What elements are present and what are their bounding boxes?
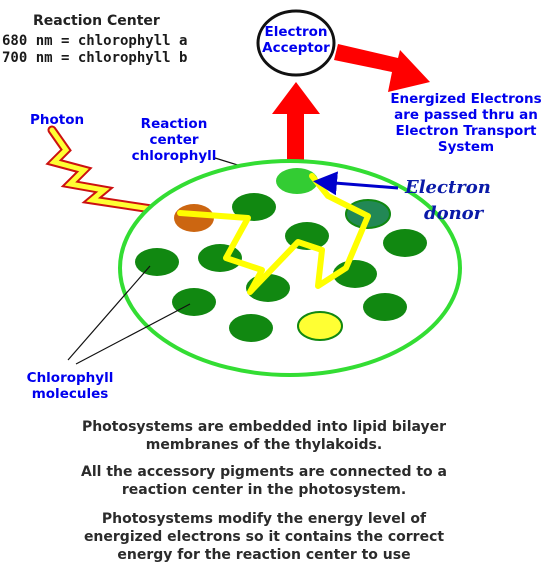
legend-line-700: 700 nm = chlorophyll b	[2, 50, 187, 66]
paragraph-3-line2: energized electrons so it contains the c…	[84, 529, 444, 545]
rcc-line1: Reaction	[141, 116, 208, 132]
electron-transport-arrow	[334, 44, 430, 92]
electron-acceptor-circle	[256, 9, 336, 77]
reaction-center-legend: Reaction Center 680 nm = chlorophyll a 7…	[2, 13, 187, 66]
chlorophyll-molecule	[383, 229, 427, 257]
chlorophyll-molecule	[232, 193, 276, 221]
reaction-center-chlorophyll-label: Reaction center chlorophyll	[132, 116, 287, 181]
chlorophyll-molecules-label-line1: Chlorophyll	[27, 370, 114, 386]
energized-line4: System	[438, 139, 494, 155]
energized-line3: Electron Transport	[396, 123, 537, 139]
paragraph-2-line2: reaction center in the photosystem.	[122, 482, 406, 498]
paragraph-1-line2: membranes of the thylakoids.	[146, 437, 382, 453]
energized-electrons-label: Energized Electrons are passed thru an E…	[390, 91, 541, 155]
paragraph-2-line1: All the accessory pigments are connected…	[81, 464, 447, 480]
red-arrow-right-icon	[334, 44, 430, 92]
pointer-line-2	[75, 303, 191, 365]
rcc-line2: center	[149, 132, 198, 148]
electron-donor-label-line2: donor	[424, 203, 485, 224]
pigment-molecules	[135, 168, 427, 342]
electron-acceptor-label-line2: Acceptor	[262, 40, 330, 56]
paragraph-3-line3: energy for the reaction center to use	[117, 547, 410, 563]
reaction-center-molecule	[276, 168, 318, 194]
accessory-pigment-yellow	[297, 311, 343, 341]
photon-label: Photon	[30, 112, 84, 128]
red-arrow-head	[272, 82, 320, 114]
chlorophyll-molecule	[135, 248, 179, 276]
electron-donor-label-line1: Electron	[404, 177, 491, 198]
energy-transfer-path	[177, 173, 371, 295]
pointer-line-1	[67, 265, 151, 361]
legend-line-680: 680 nm = chlorophyll a	[2, 33, 187, 49]
paragraph-1-line1: Photosystems are embedded into lipid bil…	[82, 419, 446, 435]
blue-arrow-left-icon	[313, 171, 399, 196]
chlorophyll-molecules-pointers	[67, 265, 191, 365]
electron-donor-arrow	[313, 171, 399, 196]
legend-title: Reaction Center	[33, 13, 160, 29]
electron-acceptor: Electron Acceptor	[256, 9, 336, 77]
chlorophyll-molecule	[172, 288, 216, 316]
chlorophyll-molecule	[229, 314, 273, 342]
rcc-line3: chlorophyll	[132, 148, 217, 164]
energized-line1: Energized Electrons	[390, 91, 541, 107]
chlorophyll-molecules-label-line2: molecules	[32, 386, 109, 402]
chlorophyll-molecule	[363, 293, 407, 321]
energized-line2: are passed thru an	[394, 107, 538, 123]
paragraph-3-line1: Photosystems modify the energy level of	[102, 511, 427, 527]
explanation-paragraphs: Photosystems are embedded into lipid bil…	[81, 419, 447, 563]
electron-acceptor-label-line1: Electron	[264, 24, 327, 40]
